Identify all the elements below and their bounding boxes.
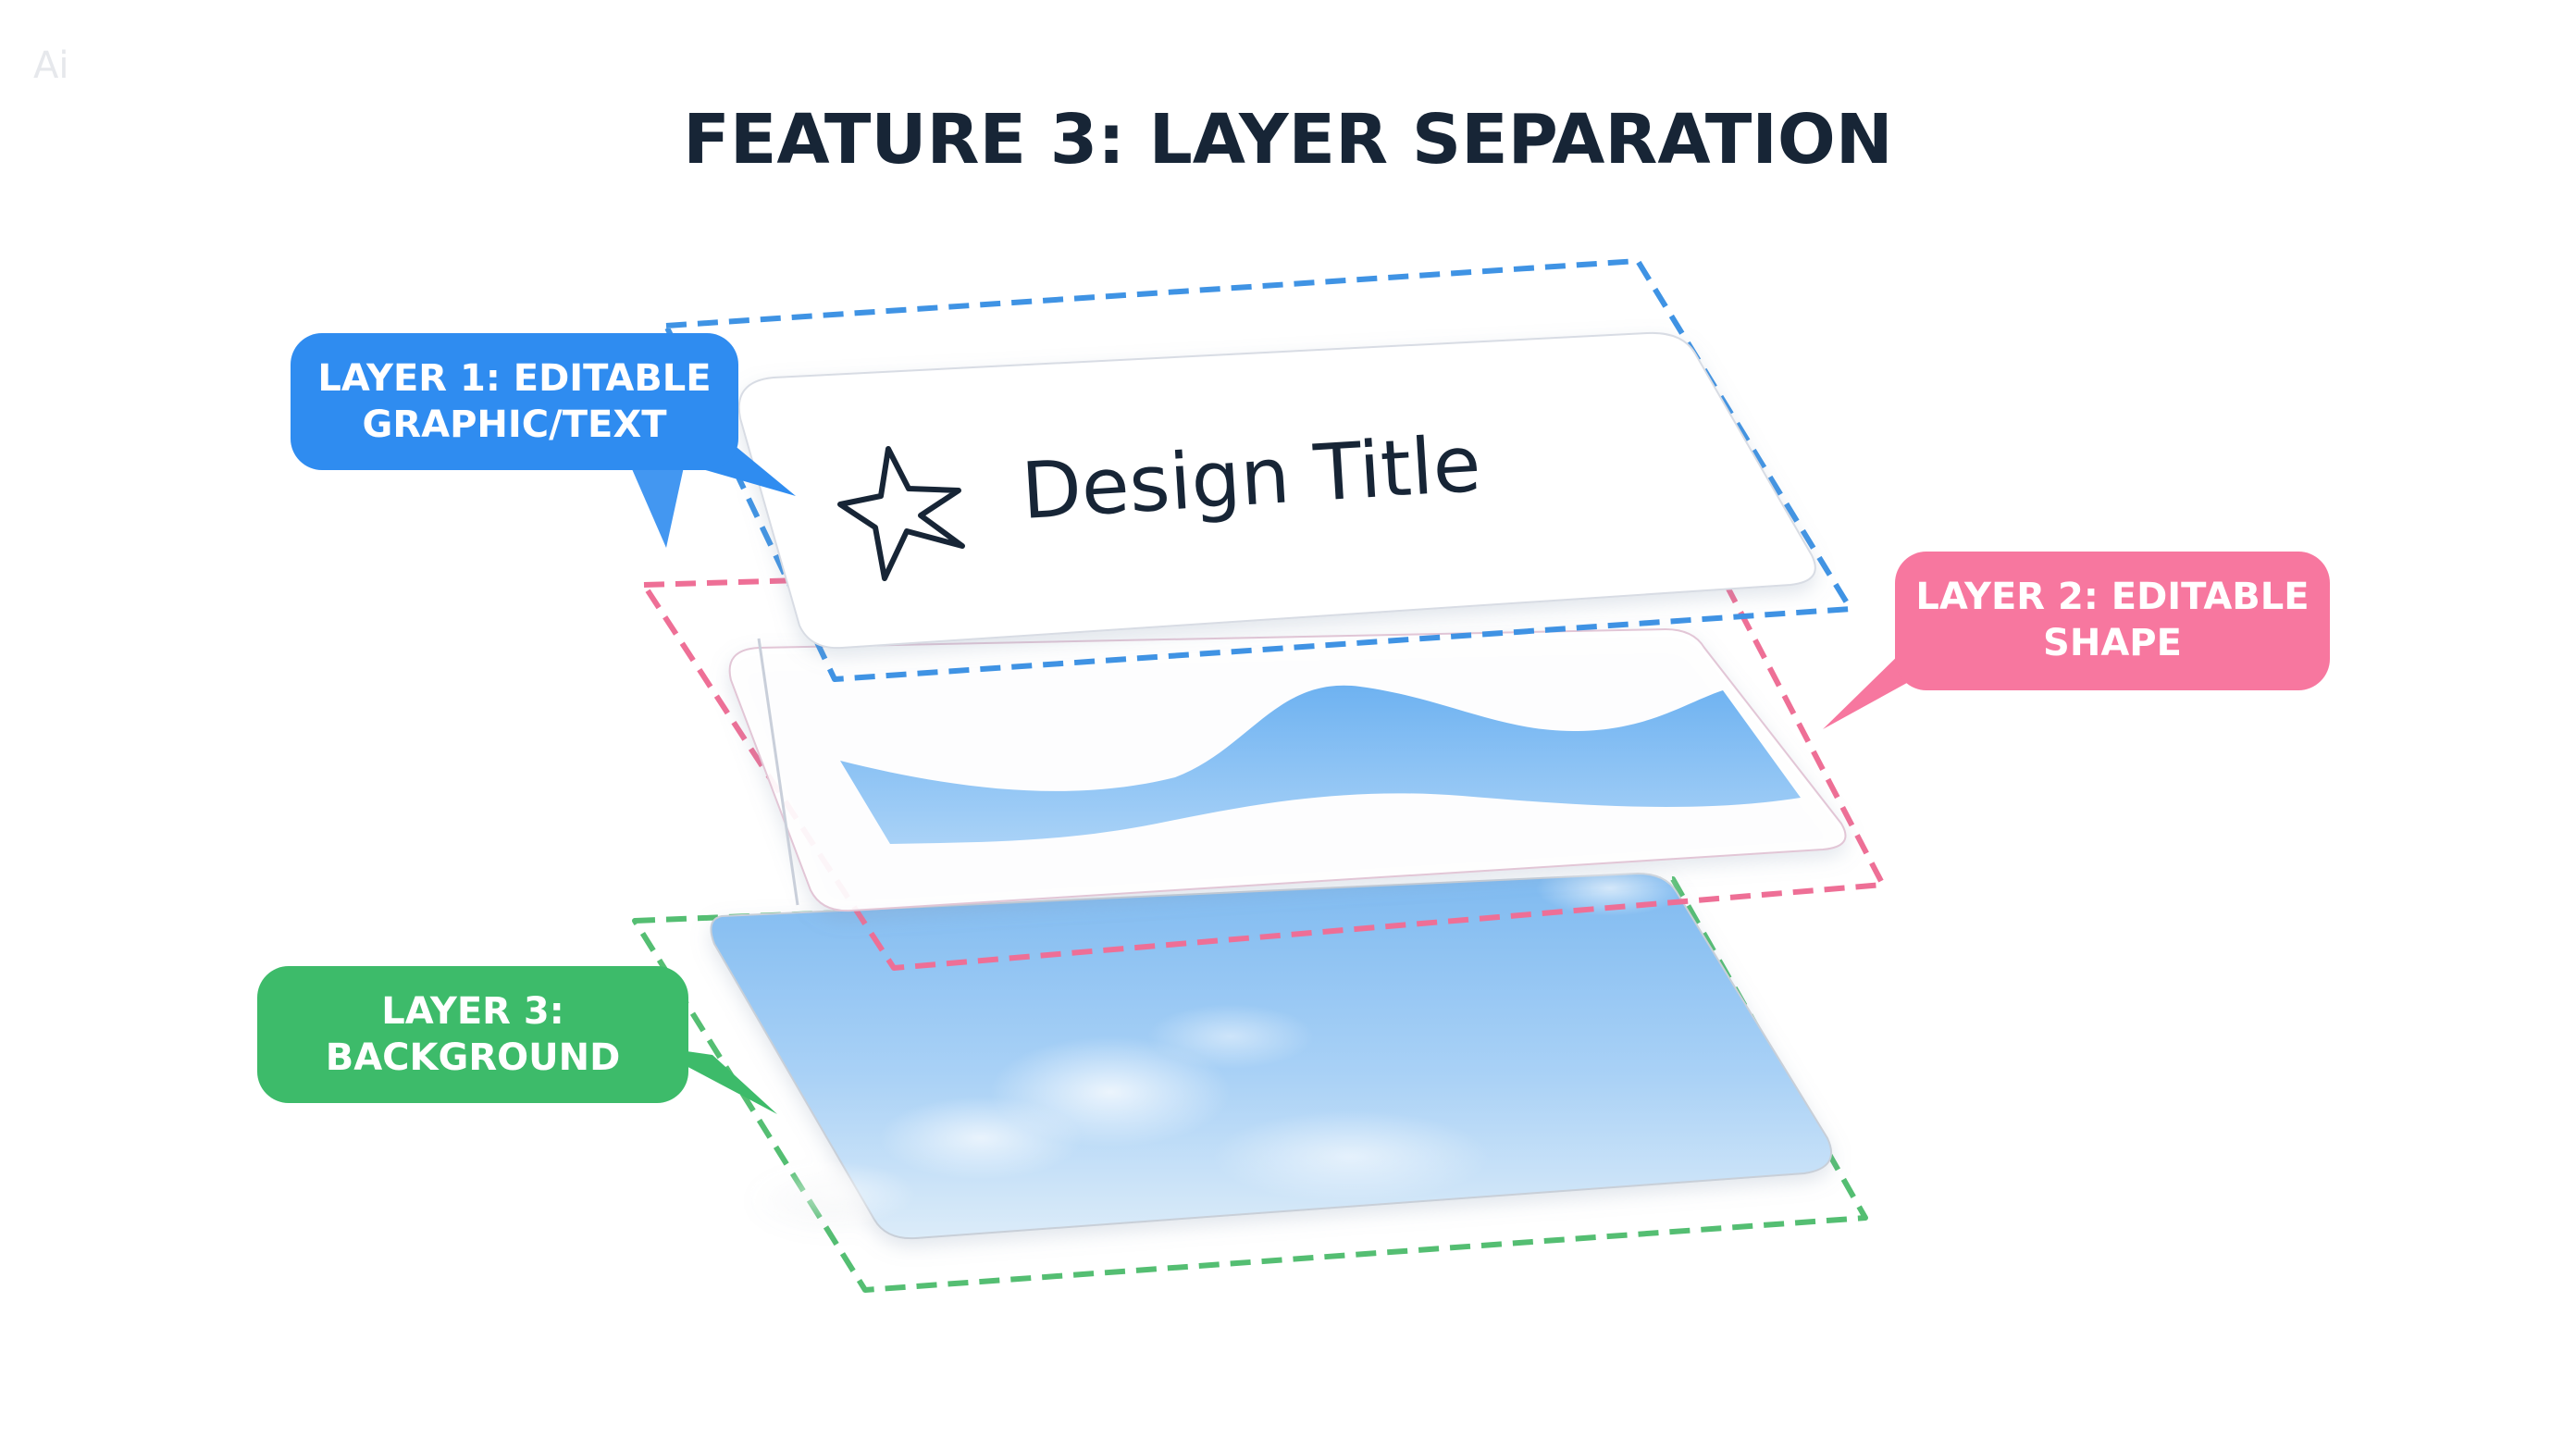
callout-layer-1: LAYER 1: EDITABLE GRAPHIC/TEXT xyxy=(291,333,796,548)
layer-3-background xyxy=(632,861,1868,1293)
callout-layer-3: LAYER 3: BACKGROUND xyxy=(257,966,777,1114)
callout-layer-1-line2: GRAPHIC/TEXT xyxy=(363,403,668,446)
callout-layer-3-line1: LAYER 3: xyxy=(381,990,564,1033)
callout-layer-1-box xyxy=(291,333,738,470)
design-title-card xyxy=(737,331,1816,650)
star-outline-icon xyxy=(837,446,965,581)
layer-1-graphic-text: Design Title xyxy=(663,258,1853,682)
watermark-logo: Ai xyxy=(33,44,68,87)
callout-layer-2-box xyxy=(1895,552,2330,690)
wave-shape xyxy=(840,685,1801,844)
layer-connector-line xyxy=(757,638,799,906)
callout-layer-3-box xyxy=(257,966,688,1103)
callout-layer-1-tail xyxy=(629,463,685,548)
callout-layer-2: LAYER 2: EDITABLE SHAPE xyxy=(1823,552,2330,729)
callout-layer-3-line2: BACKGROUND xyxy=(326,1036,621,1079)
page-title: FEATURE 3: LAYER SEPARATION xyxy=(683,100,1892,180)
sky-background-image xyxy=(710,861,1832,1240)
callout-layer-2-line1: LAYER 2: EDITABLE xyxy=(1915,576,2309,618)
callout-layer-1-line1: LAYER 1: EDITABLE xyxy=(317,357,711,400)
callout-layer-2-line2: SHAPE xyxy=(2043,622,2182,664)
layer-1-dashed-outline xyxy=(663,258,1853,682)
